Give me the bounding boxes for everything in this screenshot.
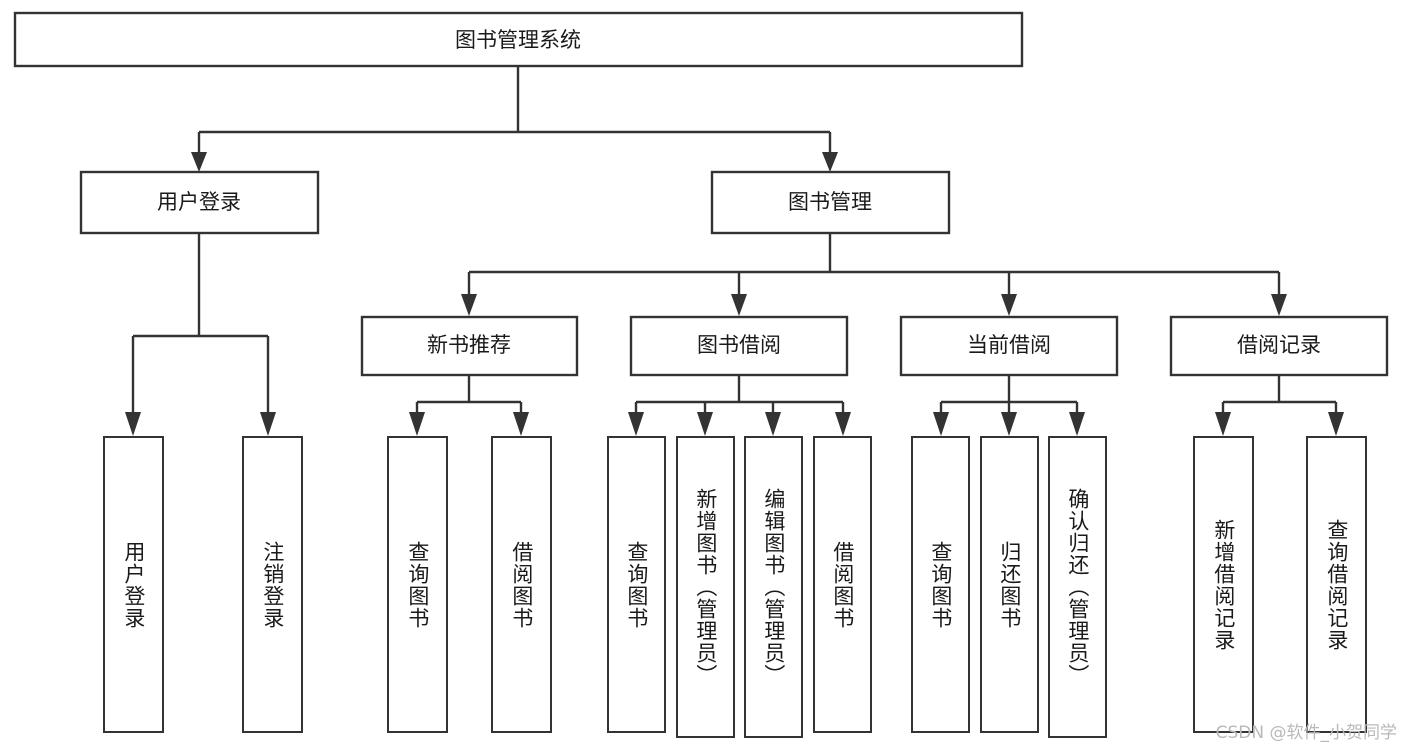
arrowhead-record-leaf-1 [1215, 412, 1231, 436]
leaf-borrow-borrow-book-label: 借阅图书 [830, 540, 855, 629]
node-new-book-recommend-label: 新书推荐 [427, 333, 511, 357]
arrowhead-recommend-leaf-2 [513, 412, 529, 436]
arrowhead-current-leaf-1 [933, 412, 949, 436]
node-book-borrow-box[interactable] [629, 315, 849, 377]
arrowhead-record-leaf-2 [1328, 412, 1344, 436]
leaf-current-confirm-return-label: 确认归还（管理员） [1065, 488, 1090, 686]
arrowhead-book-borrow [731, 294, 747, 316]
leaf-current-query-book[interactable]: 查询图书 [911, 436, 970, 733]
leaf-borrow-edit-book-label: 编辑图书（管理员） [761, 488, 786, 686]
leaf-current-return-book[interactable]: 归还图书 [980, 436, 1039, 733]
leaf-recommend-borrow-book-label: 借阅图书 [509, 540, 534, 629]
leaf-borrow-query-book-label: 查询图书 [624, 540, 649, 629]
node-current-borrow-box[interactable] [899, 315, 1119, 377]
arrowhead-current-leaf-3 [1069, 412, 1085, 436]
arrowhead-borrow-leaf-3 [765, 412, 781, 436]
leaf-borrow-query-book[interactable]: 查询图书 [607, 436, 666, 733]
arrowhead-user-login [191, 152, 207, 172]
arrowhead-leaf-logout [260, 412, 276, 436]
arrowhead-borrow-leaf-4 [835, 412, 851, 436]
leaf-borrow-borrow-book[interactable]: 借阅图书 [813, 436, 872, 733]
leaf-borrow-add-book-label: 新增图书（管理员） [693, 488, 718, 686]
leaf-logout-label: 注销登录 [260, 540, 285, 629]
node-user-login-box[interactable] [79, 170, 320, 235]
arrowhead-current-leaf-2 [1001, 412, 1017, 436]
node-root-label: 图书管理系统 [455, 28, 581, 52]
leaf-user-login[interactable]: 用户登录 [103, 436, 164, 733]
node-book-mgmt-label: 图书管理 [788, 190, 872, 214]
arrowhead-new-book-recommend [461, 294, 477, 316]
leaf-record-query-record-label: 查询借阅记录 [1324, 518, 1349, 651]
node-borrow-record-label: 借阅记录 [1237, 333, 1321, 357]
arrowhead-book-mgmt [822, 152, 838, 172]
leaf-current-return-book-label: 归还图书 [997, 540, 1022, 629]
node-new-book-recommend-box[interactable] [360, 315, 579, 377]
leaf-record-query-record[interactable]: 查询借阅记录 [1306, 436, 1367, 733]
leaf-record-add-record-label: 新增借阅记录 [1211, 518, 1236, 651]
node-borrow-record-box[interactable] [1169, 315, 1389, 377]
arrowhead-borrow-record [1271, 294, 1287, 316]
leaf-borrow-edit-book[interactable]: 编辑图书（管理员） [744, 436, 803, 738]
leaf-recommend-query-book-label: 查询图书 [405, 540, 430, 629]
leaf-borrow-add-book[interactable]: 新增图书（管理员） [676, 436, 735, 738]
leaf-current-confirm-return[interactable]: 确认归还（管理员） [1048, 436, 1107, 738]
arrowhead-borrow-leaf-2 [697, 412, 713, 436]
node-book-mgmt-box[interactable] [710, 170, 951, 235]
node-root-box[interactable] [13, 11, 1024, 68]
leaf-current-query-book-label: 查询图书 [928, 540, 953, 629]
node-user-login-label: 用户登录 [157, 190, 241, 214]
node-book-borrow-label: 图书借阅 [697, 333, 781, 357]
arrowhead-borrow-leaf-1 [628, 412, 644, 436]
node-current-borrow-label: 当前借阅 [967, 333, 1051, 357]
leaf-record-add-record[interactable]: 新增借阅记录 [1193, 436, 1254, 733]
leaf-logout[interactable]: 注销登录 [242, 436, 303, 733]
leaf-recommend-borrow-book[interactable]: 借阅图书 [491, 436, 552, 733]
arrowhead-current-borrow [1001, 294, 1017, 316]
leaf-user-login-label: 用户登录 [121, 540, 146, 629]
arrowhead-recommend-leaf-1 [409, 412, 425, 436]
arrowhead-leaf-user-login [125, 412, 141, 436]
leaf-recommend-query-book[interactable]: 查询图书 [387, 436, 448, 733]
